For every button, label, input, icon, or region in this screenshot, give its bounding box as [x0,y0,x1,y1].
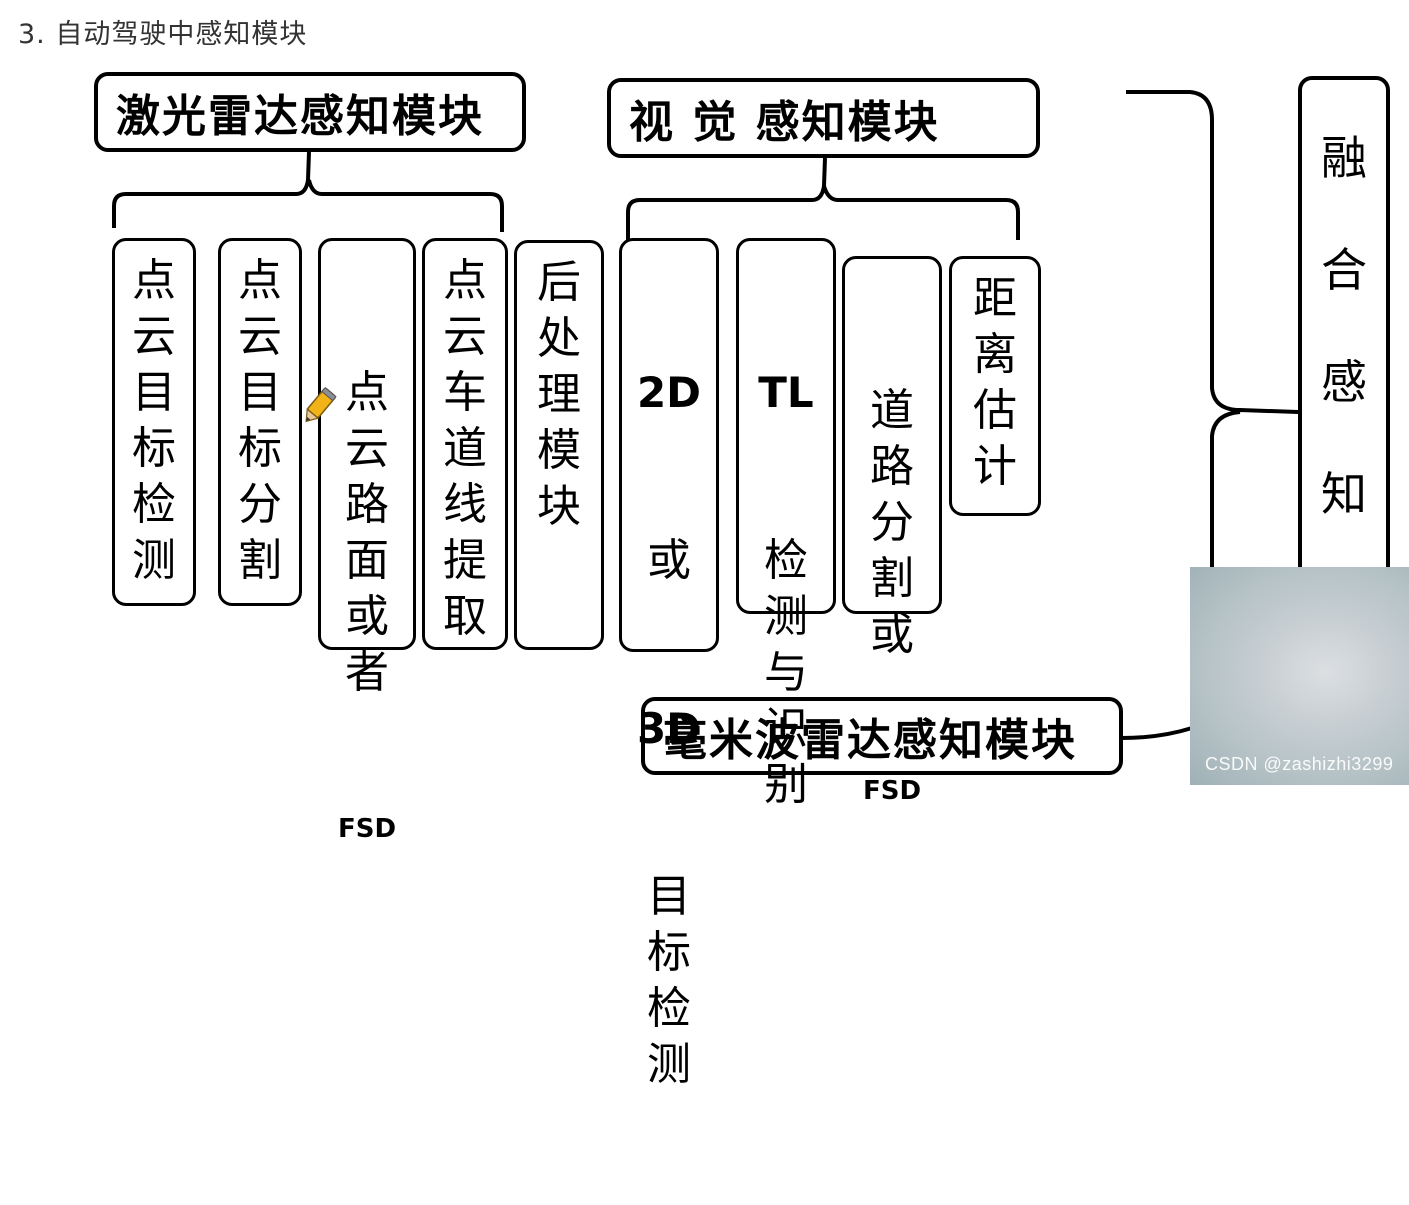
or-label: 或 [647,535,691,586]
vision-brace [626,157,1020,240]
item-label: 点 云 目 标 分 割 [238,255,282,586]
item-label: 点 云 路 面 或 者 [345,367,389,698]
connector-lines [112,90,1299,740]
item-label: 检 测 与 识 别 [764,535,808,810]
radar-connector [1121,726,1193,740]
item-label: 道 路 分 割 或 [870,385,914,660]
point-cloud-road-surface: 点 云 路 面 或 者 FSD [318,238,416,844]
item-label: 点 云 目 标 检 测 [132,255,176,586]
2d-label: 2D [636,368,702,417]
item-label-block: 2D 或 3D 目 标 检 测 [622,253,716,1205]
lidar-perception-module: 激光雷达感知模块 [94,72,526,152]
fusion-brace [1126,90,1299,600]
traffic-light-detection: TL 检 测 与 识 别 [736,238,836,810]
item-label-block: 点 云 路 面 或 者 FSD [321,253,413,957]
pencil-cursor-icon [305,387,337,423]
2d-3d-object-detection: 2D 或 3D 目 标 检 测 [619,238,719,1090]
fusion-perception-module: 融 合 感 知 模 [1298,76,1390,616]
fusion-label: 融 合 感 知 模 [1321,131,1367,612]
distance-estimation: 距 离 估 计 [949,256,1041,516]
fsd-label: FSD [337,814,397,844]
road-segmentation: 道 路 分 割 或 FSD [842,256,942,806]
point-cloud-lane-extraction: 点 云 车 道 线 提 取 [422,238,508,650]
item-label: 距 离 估 计 [973,273,1017,492]
csdn-watermark: CSDN @zashizhi3299 [1205,754,1394,774]
item-label: 目 标 检 测 [647,871,691,1090]
item-label-block: 道 路 分 割 或 FSD [845,271,939,919]
fsd-label: FSD [862,776,922,806]
point-cloud-object-segmentation: 点 云 目 标 分 割 [218,238,302,606]
video-overlay [1190,567,1409,785]
vision-perception-module: 视 觉 感知模块 [607,78,1040,158]
item-label: 点 云 车 道 线 提 取 [443,255,487,642]
3d-label: 3D [636,704,702,753]
item-label: 后 处 理 模 块 [537,257,581,532]
radar-perception-module: 毫米波雷达感知模块 [641,697,1123,775]
item-label-block: TL 检 测 与 识 别 [739,253,833,925]
post-processing-module: 后 处 理 模 块 [514,240,604,650]
page-heading: 3. 自动驾驶中感知模块 [18,19,308,50]
tl-label: TL [758,368,814,417]
point-cloud-object-detection: 点 云 目 标 检 测 [112,238,196,606]
lidar-brace [112,151,504,232]
